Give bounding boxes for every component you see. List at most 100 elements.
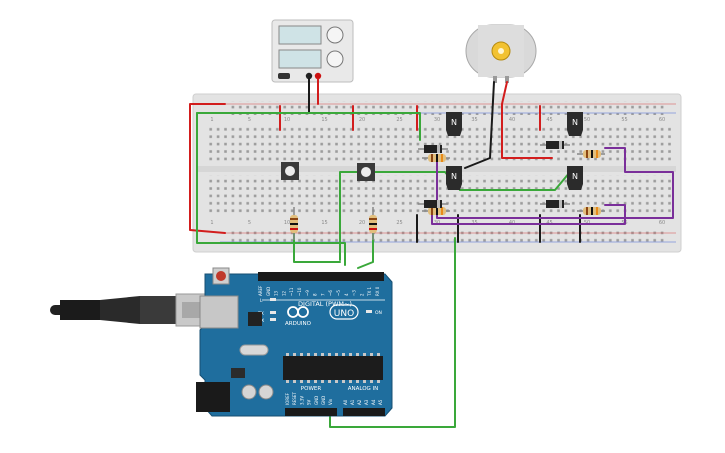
atmega-chip [283,356,383,380]
power-pin-label: GND [314,396,319,405]
breadboard-column-number: 5 [248,220,251,226]
analog-header[interactable] [343,408,385,416]
digital-pin-label: ~3 [352,290,357,296]
digital-pin-label: GND [266,287,271,296]
breadboard-column-number: 1 [210,117,213,123]
breadboard-column-number: 25 [396,220,402,226]
wire-black-motor [464,81,495,169]
wire-green-resistor-2 [357,231,374,269]
power-jack[interactable] [196,382,230,412]
power-supply-knob-current[interactable] [326,50,344,68]
wire-green-resistor-1 [293,231,341,263]
power-pin-label: Vin [328,398,333,405]
analog-pin-label: A1 [350,399,355,405]
usb-cable[interactable] [50,293,209,327]
transistor-label: N [572,118,578,127]
digital-pin-label: ~10 [297,287,302,296]
breadboard-column-number: 35 [471,117,477,123]
wires[interactable] [189,78,674,428]
transistor-label: N [451,118,457,127]
diode-2[interactable] [418,200,448,208]
wire-purple-1 [431,204,626,225]
transistor-1[interactable]: N [446,112,462,136]
transistor-2[interactable]: N [446,166,462,190]
wire-red-motor [501,81,553,159]
power-pin-label: 3.3V [299,396,304,405]
wire-green-mid-1 [459,171,571,191]
analog-pin-label: A3 [364,399,369,405]
diode-3[interactable] [540,141,570,149]
digital-pin-label: 4 [344,293,349,296]
breadboard-column-number: 30 [434,117,440,123]
resistor-2[interactable] [369,207,377,240]
usb-jack[interactable] [199,295,239,329]
diode-1[interactable] [418,145,448,153]
led-label-l: L [260,298,263,304]
transistor-label: N [451,172,457,181]
wire-green-gnd [329,237,456,428]
diode-4[interactable] [540,200,570,208]
digital-pin-label: ~6 [328,290,333,296]
power-supply[interactable] [271,19,354,83]
resistor-3[interactable] [422,154,450,162]
power-supply-terminal-negative[interactable] [305,72,313,80]
power-supply-switch[interactable] [278,73,290,79]
digital-header[interactable] [258,272,384,281]
analog-pin-label: A2 [357,399,362,405]
breadboard-column-number: 10 [284,220,290,226]
digital-pin-label: TX 1 [367,287,372,297]
breadboard-column-number: 50 [584,117,590,123]
transistor-label: N [572,172,578,181]
resistor-4[interactable] [422,207,450,215]
analog-pin-label: A0 [343,399,348,405]
digital-pin-label: AREF [258,285,263,296]
resistor-6[interactable] [577,207,605,215]
transistor-3[interactable]: N [567,112,583,136]
digital-pin-label: 13 [274,290,279,296]
wire-red-left-rail [189,103,226,234]
power-pin-label: 5V [307,399,312,405]
brand-label: ARDUINO [285,321,312,327]
breadboard-column-number: 15 [321,117,327,123]
power-header[interactable] [285,408,337,416]
transistor-4[interactable]: N [567,166,583,190]
digital-pin-label: ~11 [289,287,294,296]
breadboard-column-number: 1 [210,220,213,226]
resistor-1[interactable] [290,207,298,240]
power-supply-knob-voltage[interactable] [326,26,344,44]
model-label: UNO [334,309,354,319]
digital-pin-label: ~9 [305,290,310,296]
breadboard-column-number: 10 [284,117,290,123]
analog-pin-label: A5 [378,399,383,405]
arduino-logo: UNO ARDUINO [285,304,359,327]
usb-chip [248,312,262,326]
digital-pin-label: 12 [281,290,286,296]
digital-pin-label: 7 [320,293,325,296]
analog-label: ANALOG IN [348,386,379,392]
wire-purple-2 [436,147,674,219]
power-supply-terminal-positive[interactable] [314,72,322,80]
digital-pin-label: 8 [313,293,318,296]
breadboard-column-number: 25 [396,117,402,123]
power-supply-display-bottom [278,49,322,69]
digital-pin-label: ~5 [336,290,341,296]
push-button-2[interactable] [357,163,375,181]
push-button-1[interactable] [281,162,299,180]
resistor-5[interactable] [577,150,605,158]
breadboard-column-number: 20 [359,220,365,226]
breadboard-column-number: 60 [659,220,665,226]
digital-pin-label: 2 [359,293,364,296]
power-pin-label: RESET [292,392,297,405]
breadboard[interactable]: 1155101015152020252530303535404045455050… [192,93,682,253]
breadboard-column-number: 45 [546,117,552,123]
breadboard-components[interactable]: N N N N [281,112,605,240]
dc-motor[interactable] [465,24,537,83]
breadboard-column-number: 20 [359,117,365,123]
crystal [239,344,269,356]
wire-green-left-loop [196,112,346,266]
power-pin-label: GND [321,396,326,405]
breadboard-column-number: 5 [248,117,251,123]
power-supply-display-top [278,25,322,45]
